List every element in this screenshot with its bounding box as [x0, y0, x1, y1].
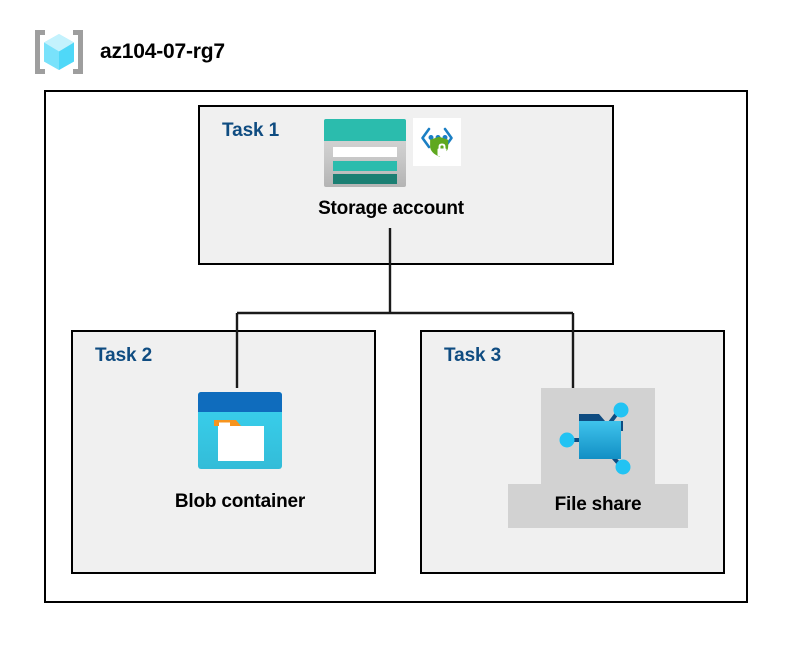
resource-group-header: az104-07-rg7: [32, 27, 225, 77]
secure-endpoint-icon: [413, 118, 461, 166]
resource-group-icon: [35, 30, 83, 74]
node-file-share[interactable]: File share: [508, 388, 688, 528]
resource-group-name: az104-07-rg7: [100, 40, 225, 63]
task-3-label: Task 3: [444, 345, 502, 366]
storage-account-icon: [324, 119, 406, 187]
node-storage-account[interactable]: Storage account: [292, 118, 492, 220]
blob-container-icon: [198, 392, 282, 469]
file-share-icon: [559, 402, 631, 475]
file-share-icon-highlight: [541, 388, 655, 484]
file-share-caption: File share: [554, 494, 642, 515]
node-blob-container[interactable]: Blob container: [145, 388, 335, 513]
storage-account-caption: Storage account: [318, 198, 464, 219]
storage-account-icon-row: [323, 118, 461, 188]
task-1-label: Task 1: [222, 120, 280, 141]
blob-container-caption: Blob container: [174, 491, 306, 512]
task-2-label: Task 2: [95, 345, 153, 366]
file-share-caption-highlight: File share: [508, 484, 688, 528]
